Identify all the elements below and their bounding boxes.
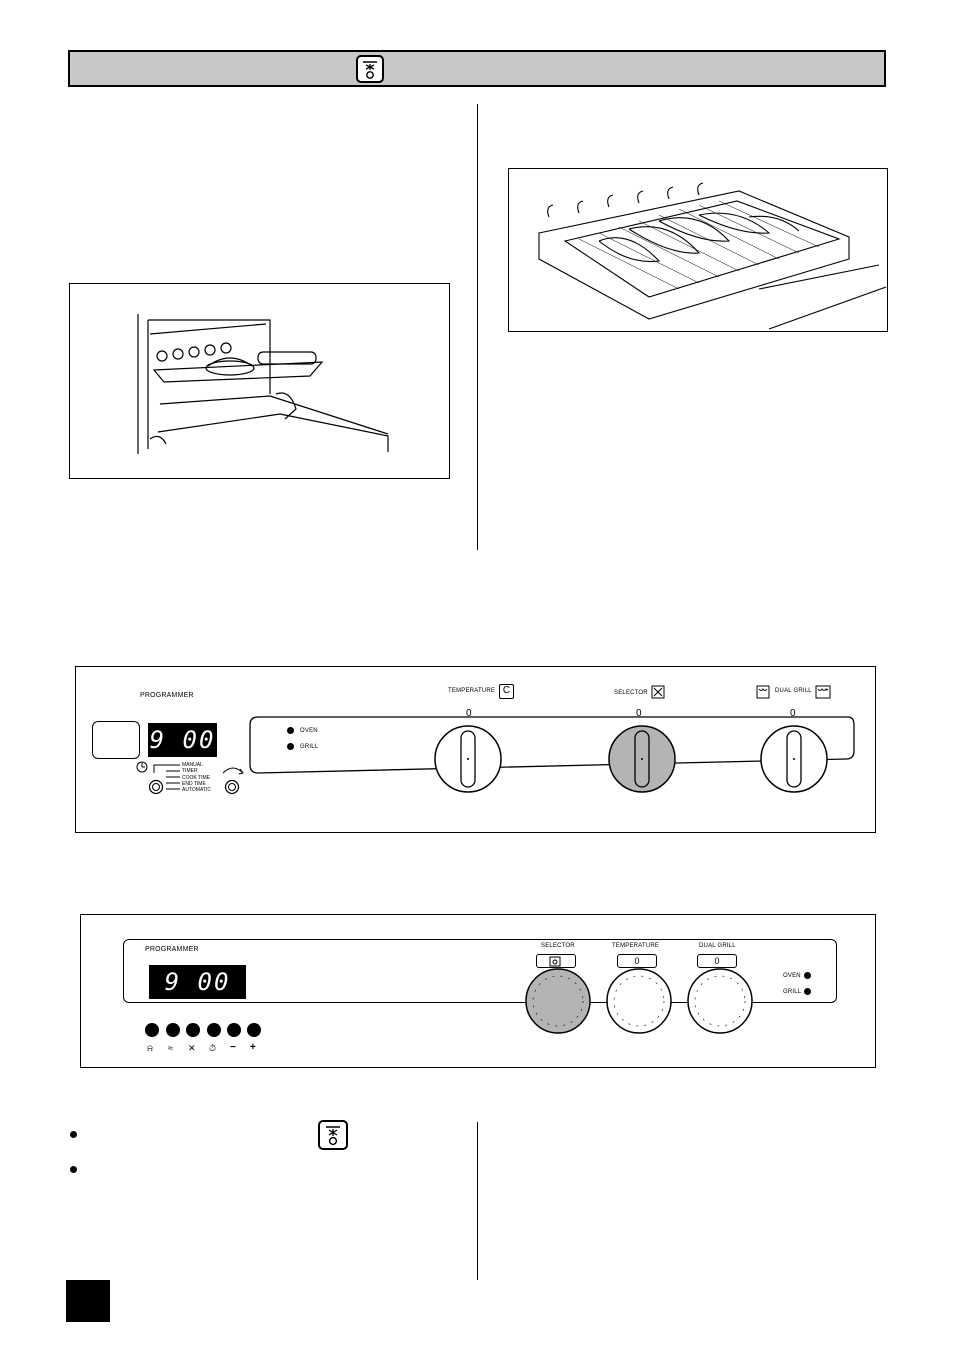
mode-automatic: AUTOMATIC [182,787,211,794]
selector-knob[interactable] [606,723,678,795]
end-time-button[interactable] [207,1023,221,1037]
mode-cook-time: COOK TIME [182,774,210,781]
mode-list: MANUAL TIMER COOK TIME END TIME AUTOMATI… [182,762,211,793]
selector-label: SELECTOR [541,943,575,949]
programmer-display: 9 00 [148,723,217,757]
control-strip-outline [123,939,837,1003]
temperature-c-symbol: C [499,684,514,699]
oven-shelf-illustration [69,283,450,479]
dual-grill-zero-tab: 0 [697,954,737,968]
page-number-box [66,1280,110,1322]
bell-icon: ⍾ [147,1043,153,1053]
column-divider [477,1122,478,1280]
bullet-point [70,1166,77,1173]
bell-button[interactable] [145,1023,159,1037]
fan-grill-icon [318,1120,348,1150]
selector-zero-mark: 0 [636,708,642,719]
selector-symbol-icon [549,956,561,967]
temperature-knob[interactable] [432,723,504,795]
control-strip-outline [249,716,855,774]
control-panel-1: PROGRAMMER 9 00 OVEN GRILL MANUAL TIMER … [75,666,876,833]
temperature-zero-mark: 0 [466,708,472,719]
fan-grill-icon [356,55,384,83]
grill-indicator-label: GRILL [783,989,802,995]
mode-button-right[interactable] [224,779,240,795]
steam-button[interactable] [166,1023,180,1037]
mode-manual: MANUAL [182,762,203,768]
adjust-arrow-icon [222,767,244,775]
column-divider [477,104,478,550]
control-panel-2: PROGRAMMER 9 00 SELECTOR TEMPERATURE 0 D… [80,914,876,1068]
section-header-bar [68,50,886,87]
programmer-display: 9 00 [149,965,246,999]
temperature-label: TEMPERATURE [612,943,660,949]
dual-grill-label: DUAL GRILL [699,943,736,949]
grill-indicator-light [804,988,811,995]
dual-grill-zero-mark: 0 [790,708,796,719]
oven-indicator-light [287,727,294,734]
minus-button[interactable] [227,1023,241,1037]
oven-indicator-label: OVEN [300,728,318,734]
minus-icon: − [230,1042,236,1053]
bullet-point [70,1131,77,1138]
oven-indicator-light [804,972,811,979]
temperature-knob[interactable] [604,966,674,1036]
programmer-button[interactable] [92,721,140,759]
dual-grill-label: DUAL GRILL [775,688,812,694]
plus-button[interactable] [247,1023,261,1037]
grill-indicator-light [287,743,294,750]
grill-indicator-label: GRILL [300,744,319,750]
dual-grill-icon [815,685,831,699]
programmer-label: PROGRAMMER [140,692,194,699]
end-time-icon: ⏱ [209,1043,217,1053]
cook-time-button[interactable] [186,1023,200,1037]
plus-icon: + [250,1042,256,1053]
mode-timer: TIMER [182,768,198,775]
selector-knob[interactable] [523,966,593,1036]
steam-icon: ≈ [168,1043,173,1053]
selector-label: SELECTOR [614,690,648,696]
oven-indicator-label: OVEN [783,973,801,979]
dual-grill-knob[interactable] [685,966,755,1036]
programmer-label: PROGRAMMER [145,946,199,953]
mode-button-left[interactable] [148,779,164,795]
mode-end-time: END TIME [182,780,206,787]
selector-symbol-icon [651,685,665,699]
temperature-zero-tab: 0 [617,954,657,968]
temperature-label: TEMPERATURE [448,688,496,694]
single-grill-icon [756,685,770,699]
grill-pan-illustration [508,168,888,332]
mode-scale [136,761,180,790]
cook-time-icon: ✕ [188,1043,196,1053]
dual-grill-knob[interactable] [758,723,830,795]
